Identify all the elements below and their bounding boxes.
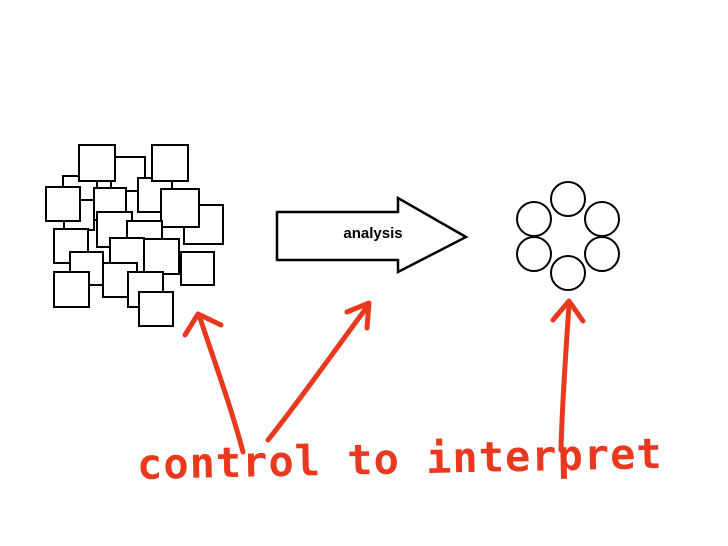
annotation-arrows [182, 298, 586, 455]
box [180, 251, 215, 286]
box [160, 188, 200, 228]
annotation-arrow-middle-head [344, 300, 372, 331]
annotation-arrow-middle-shaft [265, 304, 370, 443]
box [151, 144, 189, 182]
box [110, 156, 146, 192]
box [45, 186, 81, 222]
arrow-label: analysis [343, 225, 403, 242]
circle-node [550, 255, 586, 291]
box [78, 144, 116, 182]
ordered-circles-ring [516, 181, 620, 291]
circle-node [516, 201, 552, 237]
analysis-arrow [275, 195, 469, 275]
box [138, 291, 174, 327]
annotation-arrow-right-shaft [558, 302, 572, 453]
circle-node [584, 236, 620, 272]
annotation-arrow-left-head [182, 311, 224, 338]
annotation-arrow-left-shaft [197, 315, 246, 455]
annotation-arrow-right-head [550, 298, 586, 324]
caption-text: control to interpret [136, 428, 664, 489]
circle-node [550, 181, 586, 217]
box [53, 271, 90, 308]
circle-node [516, 236, 552, 272]
unordered-boxes-cluster [45, 144, 224, 327]
box [143, 238, 180, 275]
circle-node [584, 201, 620, 237]
